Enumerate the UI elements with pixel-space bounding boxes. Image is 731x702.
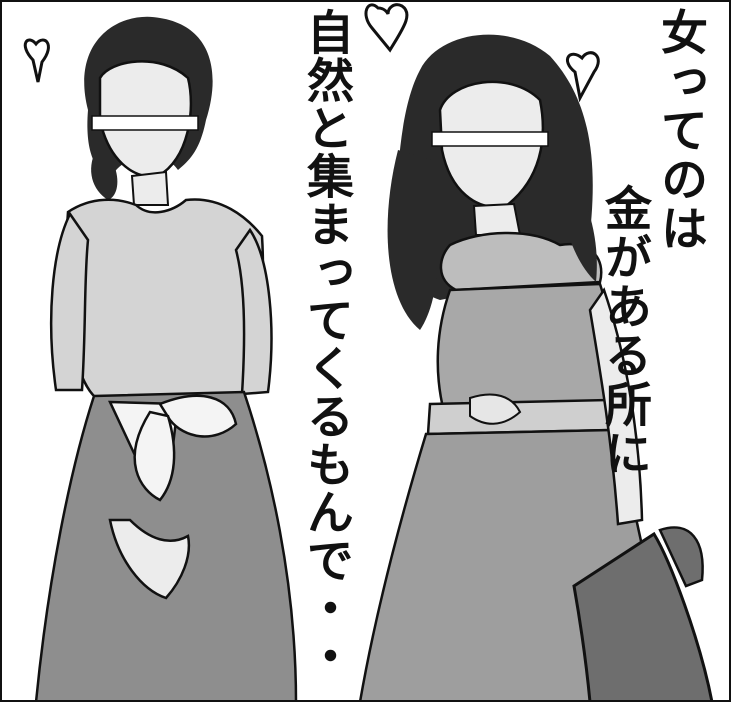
heart-icon — [23, 38, 50, 83]
caption-line-3: 自然と集まってくるもんで・・ — [298, 8, 353, 680]
left-woman-figure — [34, 16, 298, 702]
right-woman-figure — [358, 34, 714, 702]
heart-icon — [364, 3, 409, 53]
caption-line-1: 女ってのは — [652, 8, 707, 253]
heart-icon — [565, 51, 600, 103]
caption-line-2: 金がある所に — [596, 184, 651, 478]
